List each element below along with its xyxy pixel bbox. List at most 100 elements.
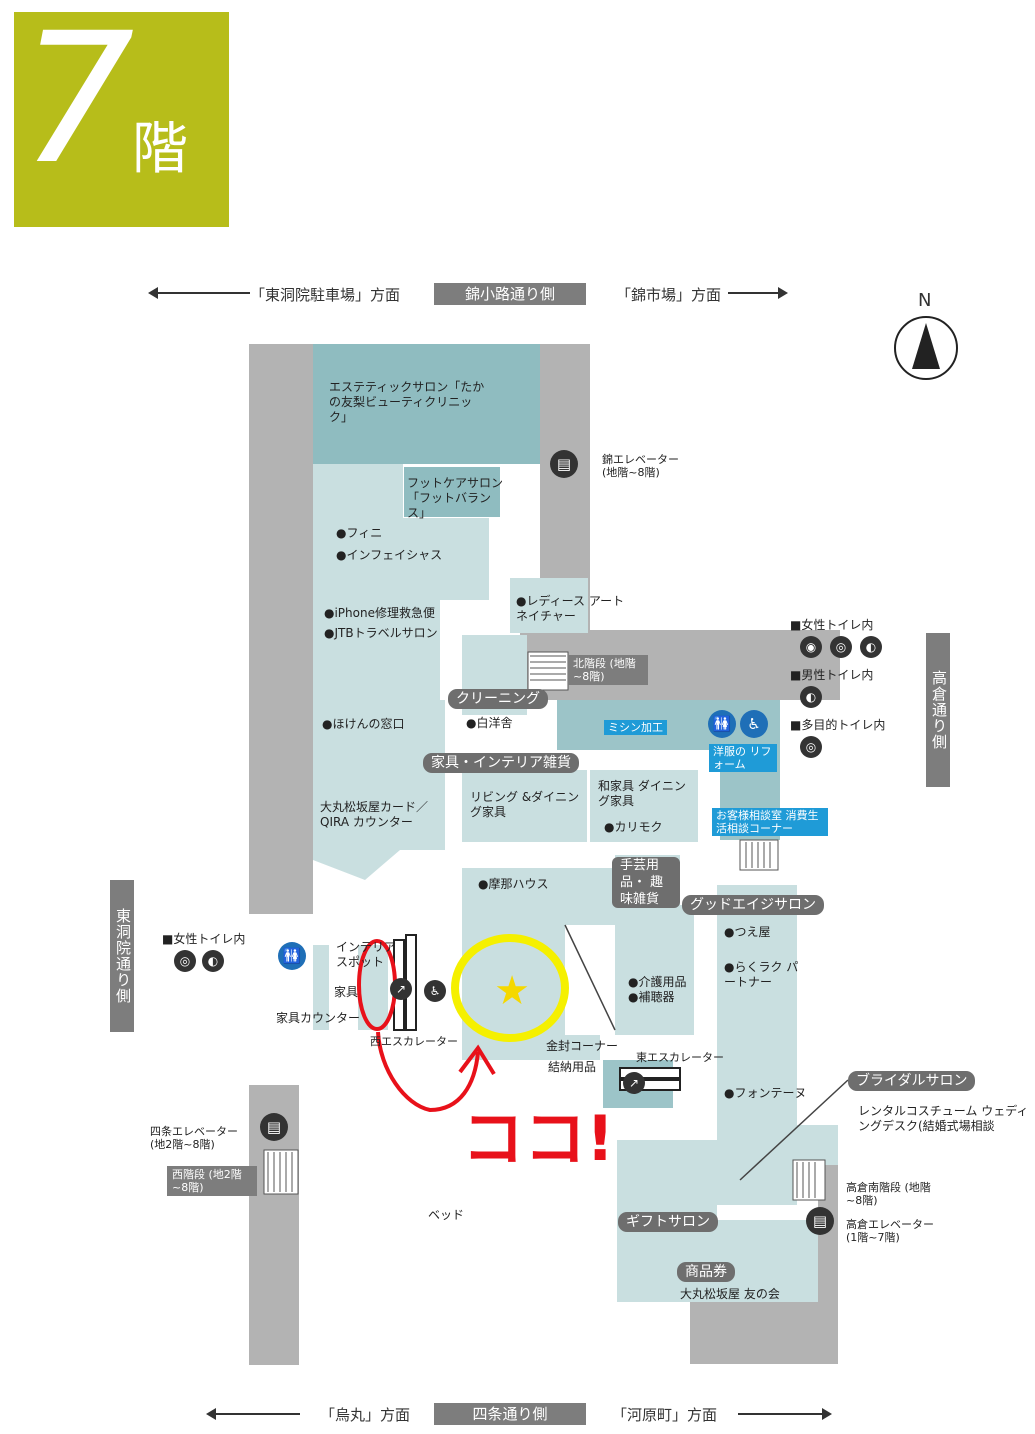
esthetic-area [313,344,540,464]
hochouki-label: ●補聴器 [628,990,675,1004]
restroom-icon: 🚻 [708,710,736,738]
baby-chair-icon: ◉ [800,636,822,658]
cleaning-tag: クリーニング [448,689,548,709]
highlight-circle [451,934,569,1042]
baby-seat-icon: ◎ [800,736,822,758]
reform-tag: 洋服の リフォーム [709,744,777,772]
kennou-label: 結納用品 [548,1060,597,1074]
ostomate-icon: ◐ [800,686,822,708]
arrow-left-line [210,1413,300,1415]
ostomate-icon: ◐ [860,636,882,658]
voucher-tag: 商品券 [677,1262,735,1282]
red-arrow-head [458,1044,496,1076]
living-label: リビング &ダイニング家具 [470,790,580,819]
mishin-tag: ミシン加工 [604,720,667,735]
arrow-right-icon [822,1408,832,1420]
nishiki-elevator-label: 錦エレベーター (地階~8階) [602,453,679,479]
bed-label: ベッド [428,1208,465,1222]
arrow-right-line [728,292,780,294]
nursing-room-icon: ♿ [424,980,446,1002]
top-left-direction: 「東洞院駐車場」方面 [250,286,401,304]
baby-seat-icon: ◎ [174,950,196,972]
jtb-label: ●JTBトラベルサロン [324,626,438,640]
se-wall [690,1300,838,1364]
arrow-left-icon [206,1408,216,1420]
rental-label: レンタルコスチューム ウェディングデスク(結婚式場相談 [858,1104,1029,1133]
crafts-tag: 手芸用品・ 趣味雑貨 [612,857,680,908]
top-street-tag: 錦小路通り側 [434,283,586,305]
foot-care-area [402,465,502,519]
red-arrow-curve [376,1031,480,1113]
elevator-icon: ▤ [550,450,578,478]
gift-tag: ギフトサロン [618,1212,718,1232]
fini-label: ●フィニ [336,526,383,540]
wheelchair-icon: ♿ [740,710,768,738]
bottom-left-direction: 「烏丸」方面 [320,1406,411,1424]
arrow-left-icon [148,287,158,299]
west-stairs-label: 西階段 (地2階~8階) [167,1166,257,1196]
takakura-south-stairs-label: 高倉南階段 (地階~8階) [846,1181,931,1207]
voucher-area [617,1220,818,1302]
hakuyosha-label: ●白洋舎 [466,716,513,730]
floor-number: 7 [20,0,135,204]
top-right-direction: 「錦市場」方面 [616,286,722,304]
tsuesya-label: ●つえ屋 [724,925,771,939]
karimoku-label: ●カリモク [604,820,663,834]
kagu-label: 家具 [334,985,359,999]
card-label: 大丸松坂屋カード／ QIRA カウンター [320,800,429,829]
north-stairs-label: 北階段 (地階~8階) [568,655,648,685]
elevator-icon: ▤ [806,1207,834,1235]
ladies-label: ●レディース アートネイチャー [516,594,625,623]
gift-area [617,1140,717,1220]
elevator-icon: ▤ [260,1113,288,1141]
tomonokai-label: 大丸松坂屋 友の会 [680,1287,780,1301]
west-stairs-icon [263,1149,299,1195]
star-mark: ★ [494,968,530,1014]
shijo-elevator-label: 四条エレベーター (地2階~8階) [150,1125,238,1151]
left-street-tag: 東洞院通り側 [110,880,134,1032]
kaigo-label: ●介護用品 [628,975,687,989]
floor-badge [14,12,229,227]
living-area [462,770,587,842]
rakuraku-label: ●らくラク パートナー [724,960,799,989]
restroom-icon: 🚻 [278,942,306,970]
interior-spot-label: インテリア スポット [336,940,397,969]
foot-care-label: フットケアサロン「フットバランス」 [407,476,504,520]
west-wall [249,344,313,914]
consult-stairs-icon [739,839,779,871]
west-escalator-label: 西エスカレーター [370,1035,458,1048]
men-toilet-label: ■男性トイレ内 [790,668,874,682]
iphone-label: ●iPhone修理救急便 [324,606,435,620]
mana-label: ●摩那ハウス [478,877,549,891]
wakagu-label: 和家具 ダイニング家具 [598,779,686,808]
baby-seat-icon: ◎ [830,636,852,658]
good-age-tag: グッドエイジサロン [682,895,824,915]
esthetic-label: エステティックサロン「たかの友梨ビューティクリニック」 [329,380,485,424]
women-toilet-label: ■女性トイレ内 [790,618,874,632]
wakagu-area [590,770,698,842]
floor-kanji: 階 [132,117,188,182]
bridal-tag: ブライダルサロン [848,1071,976,1091]
east-escalator-shape [619,1067,681,1091]
bottom-right-direction: 「河原町」方面 [612,1406,718,1424]
takakura-elevator-label: 高倉エレベーター (1階~7階) [846,1218,934,1244]
takakura-stairs-icon [792,1159,826,1201]
ostomate-icon: ◐ [202,950,224,972]
right-street-tag: 高倉通り側 [926,633,950,787]
annotation-text: ココ! [462,1102,615,1175]
women-toilet-left-label: ■女性トイレ内 [162,932,246,946]
furniture-tag: 家具・インテリア雑貨 [423,753,579,773]
west-shops-area [313,464,489,880]
arrow-left-line [150,292,250,294]
fontaine-label: ●フォンテーヌ [724,1086,807,1100]
arrow-right-line [738,1413,824,1415]
bottom-street-tag: 四条通り側 [434,1403,586,1425]
kinpu-label: 金封コーナー [546,1039,619,1053]
escalator-icon: ↗ [390,978,412,1000]
north-arrow-icon [893,315,959,381]
north-stairs-icon [527,651,569,691]
multi-toilet-label: ■多目的トイレ内 [790,718,886,732]
arrow-right-icon [778,287,788,299]
escalator-icon: ↗ [623,1072,645,1094]
infeicious-label: ●インフェイシャス [336,548,443,562]
